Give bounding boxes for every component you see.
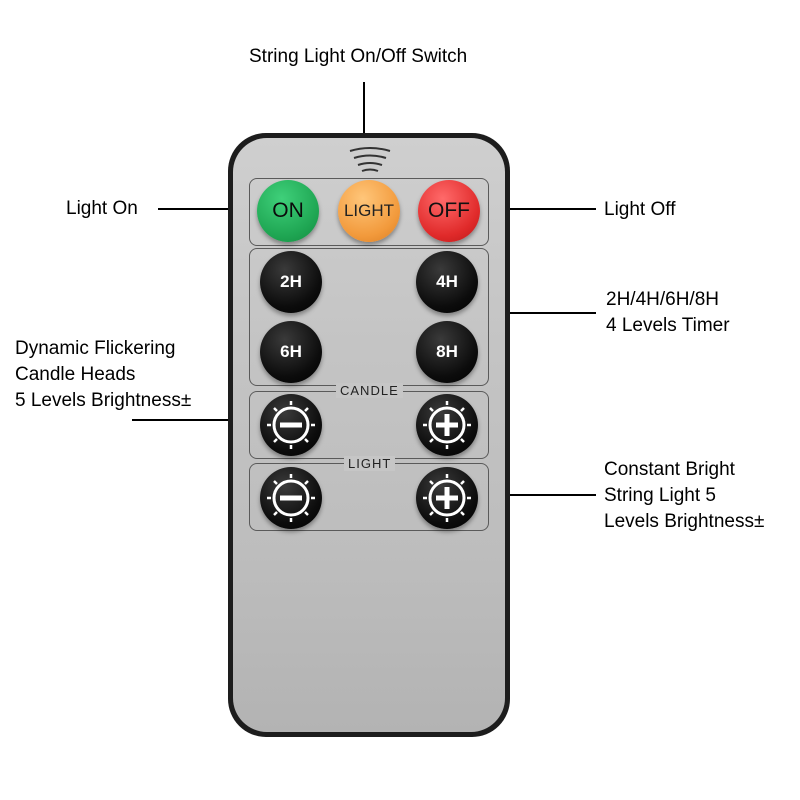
on-button[interactable]: ON xyxy=(257,180,319,242)
string-light-leader xyxy=(478,494,596,496)
light-panel-title: LIGHT xyxy=(344,456,396,471)
light-off-callout: Light Off xyxy=(604,199,676,220)
candle-callout-line1: Dynamic Flickering xyxy=(15,338,176,359)
timer-4h-label: 4H xyxy=(436,272,458,291)
candle-panel-title: CANDLE xyxy=(336,383,403,398)
power-panel xyxy=(249,178,489,246)
timer-8h-label: 8H xyxy=(436,342,458,361)
remote-face: ON LIGHT OFF 2H 4H 6H 8H CANDLE xyxy=(233,138,505,732)
string-light-callout-line2: String Light 5 xyxy=(604,485,716,506)
timer-leader xyxy=(478,312,596,314)
timer-6h-button[interactable]: 6H xyxy=(260,321,322,383)
string-light-brightness-up-button[interactable] xyxy=(416,467,478,529)
string-light-toggle-button[interactable]: LIGHT xyxy=(338,180,400,242)
timer-callout-line2: 4 Levels Timer xyxy=(606,315,730,336)
brightness-minus-icon xyxy=(267,401,315,449)
timer-2h-label: 2H xyxy=(280,272,302,291)
candle-brightness-up-button[interactable] xyxy=(416,394,478,456)
light-on-leader xyxy=(158,208,288,210)
brightness-plus-icon xyxy=(423,474,471,522)
off-button-label: OFF xyxy=(428,199,470,222)
string-light-callout-line3: Levels Brightness± xyxy=(604,511,765,532)
candle-callout-line3: 5 Levels Brightness± xyxy=(15,390,192,411)
string-light-callout-line1: Constant Bright xyxy=(604,459,735,480)
timer-4h-button[interactable]: 4H xyxy=(416,251,478,313)
timer-2h-button[interactable]: 2H xyxy=(260,251,322,313)
candle-leader xyxy=(132,419,260,421)
timer-callout-line1: 2H/4H/6H/8H xyxy=(606,289,719,310)
brightness-plus-icon xyxy=(423,401,471,449)
string-light-brightness-down-button[interactable] xyxy=(260,467,322,529)
light-on-callout: Light On xyxy=(66,198,138,219)
string-light-switch-callout: String Light On/Off Switch xyxy=(249,46,468,67)
candle-callout-line2: Candle Heads xyxy=(15,364,136,385)
light-button-label: LIGHT xyxy=(343,201,395,220)
on-button-label: ON xyxy=(272,199,304,222)
signal-waves-icon xyxy=(349,147,391,172)
brightness-minus-icon xyxy=(267,474,315,522)
string-light-switch-leader xyxy=(363,82,365,182)
timer-8h-button[interactable]: 8H xyxy=(416,321,478,383)
off-button[interactable]: OFF xyxy=(418,180,480,242)
timer-6h-label: 6H xyxy=(280,342,302,361)
remote-control: ON LIGHT OFF 2H 4H 6H 8H CANDLE xyxy=(228,133,510,737)
light-off-leader xyxy=(448,208,596,210)
candle-brightness-down-button[interactable] xyxy=(260,394,322,456)
